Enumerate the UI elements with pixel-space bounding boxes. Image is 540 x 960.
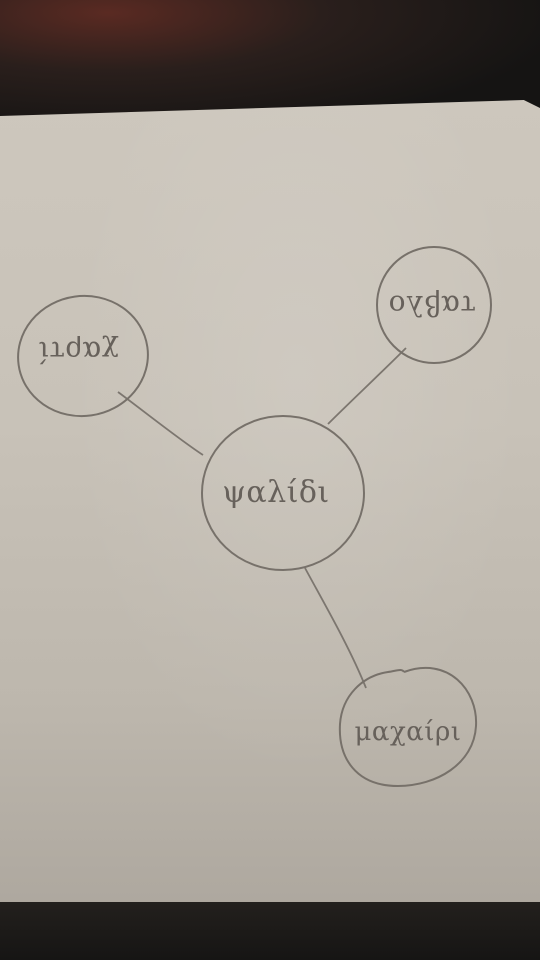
node-center-label: ψαλίδι	[222, 475, 329, 510]
node-top-left-circle	[17, 294, 149, 418]
edge-center-top-left	[117, 391, 204, 456]
node-bottom-right: μαχαίρι	[338, 666, 478, 788]
node-top-right-circle	[376, 246, 492, 364]
node-center-circle	[201, 415, 365, 571]
node-center: ψαλίδι	[201, 415, 365, 571]
node-top-left: χαρτί	[17, 294, 149, 418]
edge-center-top-right	[327, 347, 407, 425]
node-top-right: ταβλο	[376, 246, 492, 364]
node-top-left-label: χαρτί	[37, 335, 118, 368]
node-bottom-right-circle	[338, 666, 478, 788]
node-bottom-right-label: μαχαίρι	[355, 717, 462, 747]
edge-center-bottom-right	[304, 567, 367, 689]
node-top-right-label: ταβλο	[388, 289, 476, 322]
paper-sheet	[0, 100, 540, 902]
